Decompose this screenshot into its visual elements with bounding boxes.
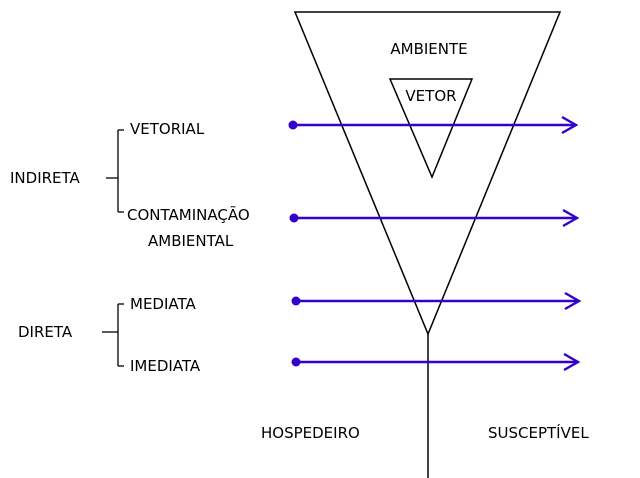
ambiente-label: AMBIENTE [390, 40, 467, 58]
direta-bracket [102, 303, 124, 367]
mediata-label: MEDIATA [130, 295, 196, 313]
arrow-vetorial [288, 115, 579, 135]
indireta-label: INDIRETA [10, 169, 81, 187]
arrow-mediata [291, 291, 582, 311]
contaminacao-label: CONTAMINAÇÃO [127, 205, 250, 224]
hospedeiro-label: HOSPEDEIRO [261, 424, 360, 442]
ambiental-label: AMBIENTAL [148, 232, 234, 250]
vetorial-label: VETORIAL [130, 120, 205, 138]
vetor-triangle [388, 78, 474, 179]
direta-label: DIRETA [18, 323, 73, 341]
ambiente-triangle [293, 11, 562, 336]
indireta-bracket [106, 129, 124, 213]
imediata-label: IMEDIATA [130, 357, 201, 375]
arrow-contaminacao [289, 208, 580, 228]
arrow-imediata [291, 352, 581, 372]
vetor-label: VETOR [405, 87, 456, 105]
susceptivel-label: SUSCEPTÍVEL [488, 423, 589, 442]
